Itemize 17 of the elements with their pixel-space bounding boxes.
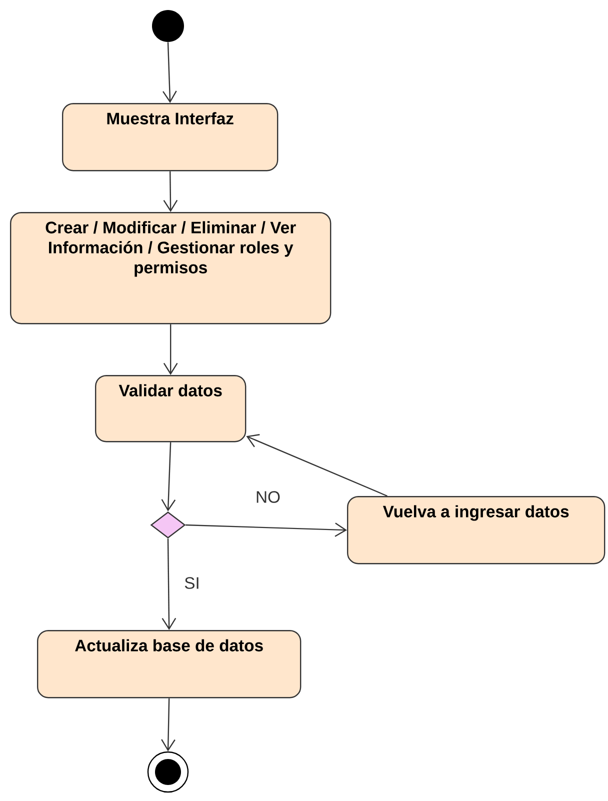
arrow xyxy=(163,171,178,212)
action-box: Muestra Interfaz xyxy=(62,103,278,172)
edge-label: NO xyxy=(254,490,282,504)
arrow xyxy=(163,324,178,375)
action-box: Vuelva a ingresar datos xyxy=(347,496,606,564)
action-box: Actualiza base de datos xyxy=(37,630,302,698)
arrow xyxy=(161,698,176,752)
arrow xyxy=(161,442,176,512)
end-circle xyxy=(147,751,189,793)
edge-label: SI xyxy=(182,576,202,590)
arrow xyxy=(246,434,388,497)
arrow xyxy=(162,538,176,630)
arrow xyxy=(162,42,177,103)
arrow xyxy=(186,522,347,537)
action-box: Validar datos xyxy=(95,375,246,442)
action-box: Crear / Modificar / Eliminar / Ver Información / Gestionar roles y permisos xyxy=(10,212,332,324)
start-circle xyxy=(152,10,184,42)
